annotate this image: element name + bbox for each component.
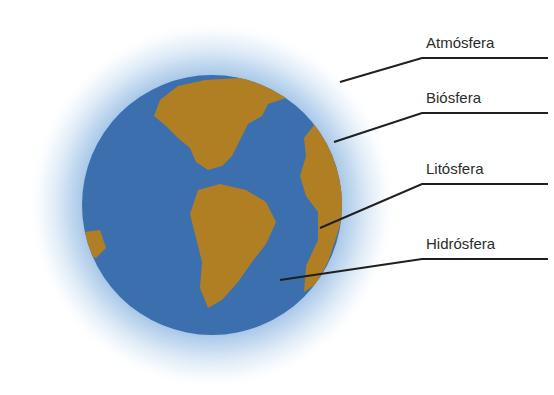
south-america: [190, 184, 276, 308]
greenland: [296, 78, 322, 104]
island: [84, 230, 106, 258]
leader-line: [280, 259, 548, 280]
north-america: [154, 76, 292, 170]
ocean: [82, 75, 342, 335]
sphere-label: Hidrósfera: [426, 235, 495, 253]
europe-africa: [300, 118, 348, 292]
leader-lines: [280, 58, 548, 280]
atmosphere-halo: [27, 20, 397, 390]
sphere-label: Litósfera: [426, 160, 484, 178]
sphere-label: Atmósfera: [426, 34, 494, 52]
continents: [84, 76, 348, 308]
leader-line: [340, 58, 548, 82]
leader-line: [334, 113, 548, 142]
sphere-label: Biósfera: [426, 89, 481, 107]
leader-line: [320, 184, 548, 228]
